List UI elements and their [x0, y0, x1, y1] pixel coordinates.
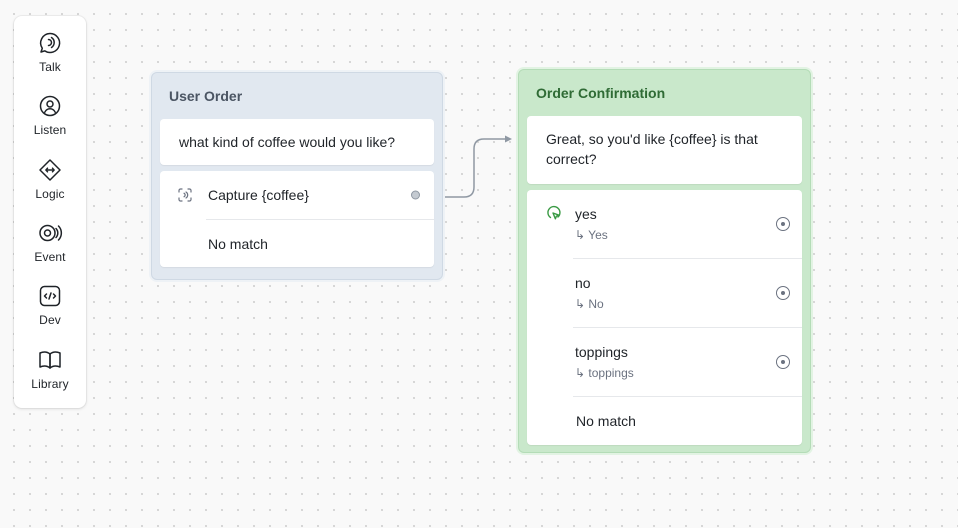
tool-listen[interactable]: Listen	[14, 91, 86, 154]
choice-toppings[interactable]: toppings ↳ toppings	[527, 328, 802, 396]
choice-no[interactable]: no ↳ No	[527, 259, 802, 327]
tool-library-label: Library	[31, 376, 69, 391]
order-confirmation-prompt[interactable]: Great, so you'd like {coffee} is that co…	[527, 116, 802, 184]
capture-icon	[178, 188, 192, 202]
tool-event-label: Event	[34, 249, 66, 264]
tool-event[interactable]: Event	[14, 218, 86, 281]
tool-library[interactable]: Library	[14, 345, 86, 408]
choice-no-name: no	[575, 275, 591, 291]
choice-no-port[interactable]	[776, 286, 790, 300]
connector-arrowhead	[505, 135, 512, 143]
tool-talk[interactable]: Talk	[14, 28, 86, 91]
step-toolbar: Talk Listen Logic Event	[14, 16, 86, 408]
tool-talk-label: Talk	[39, 60, 61, 74]
library-icon	[39, 350, 61, 369]
choice-yes-name: yes	[575, 206, 597, 222]
listen-icon	[39, 96, 61, 117]
tool-listen-label: Listen	[33, 123, 67, 138]
order-confirmation-block[interactable]: Order Confirmation Great, so you'd like …	[518, 69, 811, 453]
choice-icon	[547, 205, 561, 220]
order-confirmation-no-match[interactable]: No match	[576, 413, 636, 429]
choice-toppings-name: toppings	[575, 344, 628, 360]
event-icon	[39, 224, 63, 242]
talk-icon	[39, 32, 61, 54]
row-divider	[206, 219, 434, 220]
capture-output-port[interactable]	[411, 190, 420, 200]
choice-yes-port[interactable]	[776, 217, 790, 231]
choice-step[interactable]: yes ↳ Yes no ↳ No toppings ↳ toppings No…	[527, 190, 802, 445]
choice-yes[interactable]: yes ↳ Yes	[527, 190, 802, 258]
row-divider	[573, 396, 802, 397]
tool-logic[interactable]: Logic	[14, 155, 86, 218]
row-divider	[573, 258, 802, 259]
user-order-prompt[interactable]: what kind of coffee would you like?	[160, 119, 434, 165]
dev-icon	[39, 286, 61, 307]
capture-step[interactable]: Capture {coffee} No match	[160, 171, 434, 267]
row-divider	[573, 327, 802, 328]
capture-row[interactable]: Capture {coffee}	[160, 171, 434, 219]
tool-dev-label: Dev	[39, 313, 61, 328]
user-order-no-match[interactable]: No match	[208, 235, 268, 252]
choice-no-path: ↳ No	[575, 297, 604, 311]
logic-icon	[39, 158, 61, 181]
user-order-block[interactable]: User Order what kind of coffee would you…	[151, 72, 443, 280]
order-confirmation-title[interactable]: Order Confirmation	[536, 85, 666, 101]
choice-toppings-port[interactable]	[776, 355, 790, 369]
choice-toppings-path: ↳ toppings	[575, 366, 634, 380]
tool-dev[interactable]: Dev	[14, 281, 86, 344]
tool-logic-label: Logic	[35, 186, 65, 201]
capture-label: Capture {coffee}	[208, 187, 309, 203]
choice-yes-path: ↳ Yes	[575, 228, 608, 242]
user-order-title[interactable]: User Order	[169, 88, 243, 104]
